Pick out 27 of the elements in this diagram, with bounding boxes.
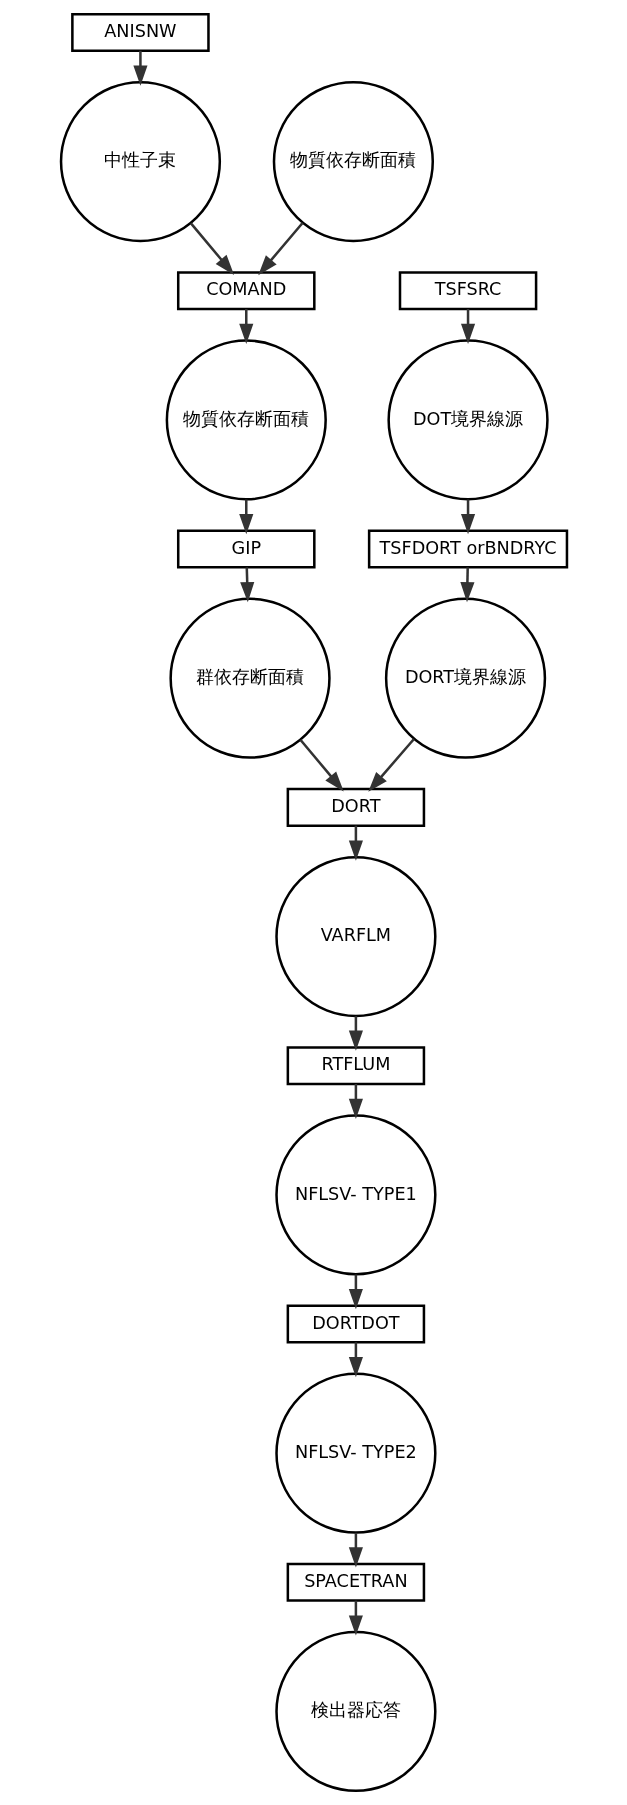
- node-circle: NFLSV- TYPE1: [274, 1114, 437, 1276]
- node-circle: 群依存断面積: [168, 597, 331, 759]
- node-circle: 物質依存断面積: [165, 339, 327, 501]
- node-circle: 検出器応答: [274, 1630, 437, 1793]
- arrow: [367, 738, 415, 792]
- arrow: [132, 50, 147, 86]
- node-box: DORT: [286, 787, 425, 827]
- node-box: SPACETRAN: [286, 1562, 425, 1602]
- arrow: [459, 567, 474, 603]
- node-circle: VARFLM: [274, 855, 437, 1018]
- node-box: GIP: [176, 529, 316, 569]
- arrow: [299, 739, 344, 792]
- arrow: [189, 222, 234, 275]
- node-circle: DORT境界線源: [384, 597, 546, 759]
- node-box: RTFLUM: [286, 1046, 425, 1086]
- node-box: DORTDOT: [286, 1304, 425, 1344]
- arrow: [257, 222, 304, 276]
- node-box: COMAND: [176, 271, 316, 311]
- node-circle: 物質依存断面積: [272, 80, 434, 243]
- arrow: [238, 499, 253, 535]
- node-circle: DOT境界線源: [386, 339, 549, 501]
- node-box: TSFSRC: [398, 271, 537, 311]
- node-box: TSFDORT orBNDRYC: [367, 529, 568, 569]
- node-box: ANISNW: [70, 12, 210, 52]
- arrow: [238, 309, 253, 345]
- node-circle: 中性子束: [59, 80, 221, 243]
- node-circle: NFLSV- TYPE2: [274, 1372, 437, 1534]
